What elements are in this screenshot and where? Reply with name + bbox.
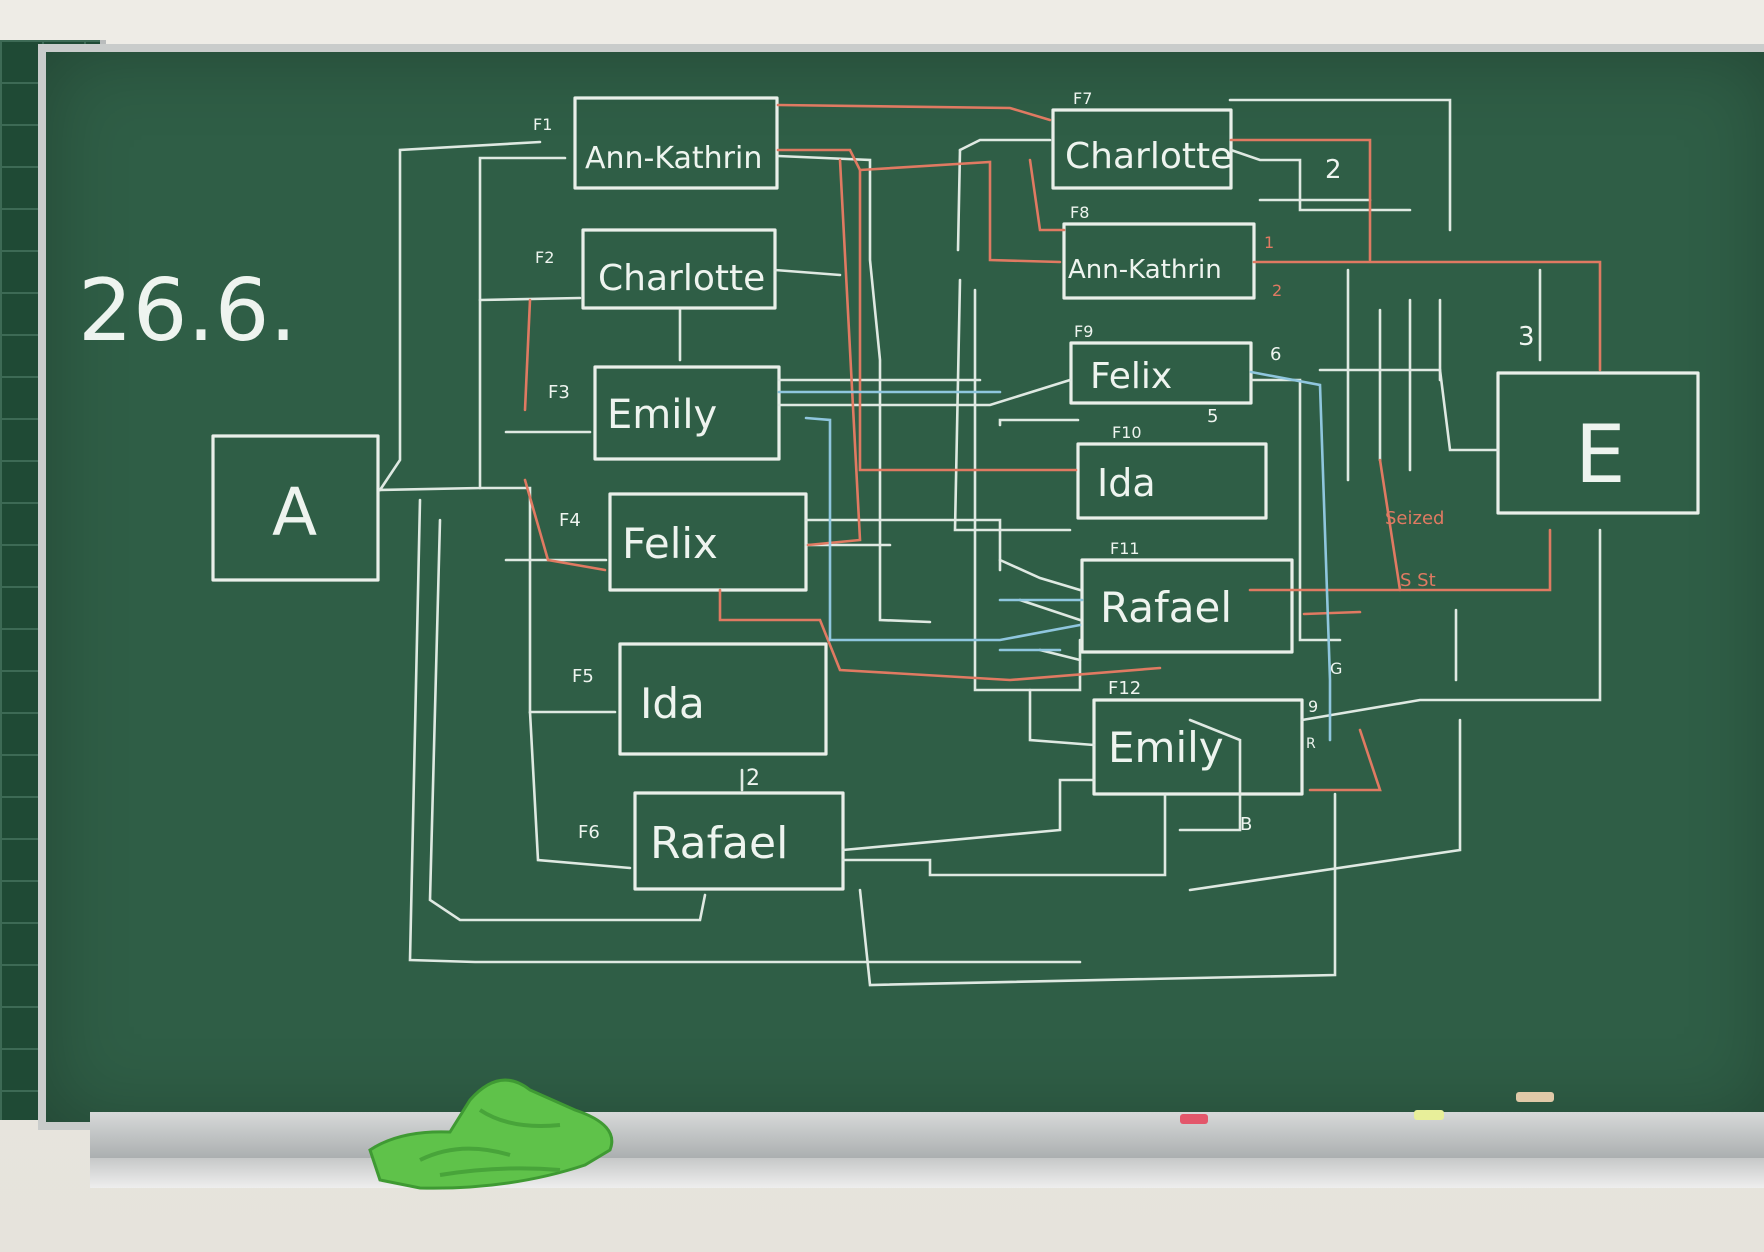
box-f12: Emily F12 xyxy=(1092,678,1304,796)
annot-5-felix: 5 xyxy=(1207,406,1218,427)
box-f2-id: F2 xyxy=(535,248,554,267)
box-f3-id: F3 xyxy=(548,382,570,403)
blue-connectors xyxy=(777,370,1332,742)
box-f12-id: F12 xyxy=(1108,678,1141,699)
annot-9-emily: 9 xyxy=(1308,697,1318,716)
start-label: A xyxy=(272,474,317,551)
box-f1-id: F1 xyxy=(533,115,552,134)
chalk-tray-edge xyxy=(90,1158,1764,1188)
annot-g-right: G xyxy=(1330,659,1342,678)
end-label: E xyxy=(1575,408,1626,501)
box-f5-label: Ida xyxy=(640,679,705,728)
box-f10-label: Ida xyxy=(1097,461,1156,505)
annot-b-emily: B xyxy=(1240,814,1252,835)
box-f8-label: Ann-Kathrin xyxy=(1068,255,1222,285)
annot-2-ida: 2 xyxy=(746,766,760,791)
annot-r-emily: R xyxy=(1306,736,1316,752)
box-f5: Ida F5 xyxy=(572,642,828,756)
box-f11-label: Rafael xyxy=(1100,583,1232,632)
box-f10: Ida F10 xyxy=(1076,423,1268,520)
end-box-e xyxy=(1496,371,1700,515)
box-f4-id: F4 xyxy=(559,510,581,531)
box-f4: Felix F4 xyxy=(559,492,808,592)
box-f7-id: F7 xyxy=(1073,89,1092,108)
box-f3: Emily F3 xyxy=(548,365,781,461)
yellow-chalk-piece[interactable] xyxy=(1414,1110,1444,1120)
annot-6-felix: 6 xyxy=(1270,344,1281,365)
beige-chalk-piece[interactable] xyxy=(1516,1092,1554,1102)
box-f11-id: F11 xyxy=(1110,539,1140,558)
annot-sst: S St xyxy=(1400,570,1436,591)
annot-3-e: 3 xyxy=(1518,322,1535,352)
start-box-a xyxy=(211,434,380,582)
box-f2-label: Charlotte xyxy=(598,258,765,299)
box-f5-id: F5 xyxy=(572,666,594,687)
box-f10-id: F10 xyxy=(1112,423,1142,442)
chalkboard xyxy=(38,44,1764,1130)
box-f4-label: Felix xyxy=(622,519,718,568)
annot-1-ann: 1 xyxy=(1264,233,1274,252)
box-f1-label: Ann-Kathrin xyxy=(585,141,762,176)
box-f3-label: Emily xyxy=(607,392,717,438)
box-f6-id: F6 xyxy=(578,822,600,843)
chalk-tray xyxy=(90,1112,1764,1160)
box-f9-id: F9 xyxy=(1074,322,1093,341)
green-sponge-cloth[interactable] xyxy=(360,1070,630,1190)
box-f9-label: Felix xyxy=(1090,356,1172,397)
annotation-marks: 2 2 3 5 6 1 2 9 B R G Seized S St xyxy=(746,155,1535,835)
box-f6-label: Rafael xyxy=(650,818,788,869)
red-connectors xyxy=(523,103,1602,792)
box-f8-id: F8 xyxy=(1070,203,1089,222)
box-f7: Charlotte F7 xyxy=(1051,89,1233,190)
annot-2-ann: 2 xyxy=(1272,281,1282,300)
box-f12-label: Emily xyxy=(1108,723,1224,772)
annot-2-top: 2 xyxy=(1325,155,1342,185)
box-f8: Ann-Kathrin F8 xyxy=(1062,203,1256,300)
box-f9: Felix F9 xyxy=(1069,322,1253,405)
red-chalk-piece[interactable] xyxy=(1180,1114,1208,1124)
box-f1: Ann-Kathrin F1 xyxy=(533,96,779,190)
box-f6: Rafael F6 xyxy=(578,791,845,891)
box-f2: Charlotte F2 xyxy=(535,228,777,310)
date-text: 26.6. xyxy=(78,261,297,361)
box-f11: Rafael F11 xyxy=(1080,539,1294,654)
white-connectors xyxy=(378,98,1602,987)
box-f7-label: Charlotte xyxy=(1065,136,1232,177)
annot-seized: Seized xyxy=(1385,508,1444,529)
